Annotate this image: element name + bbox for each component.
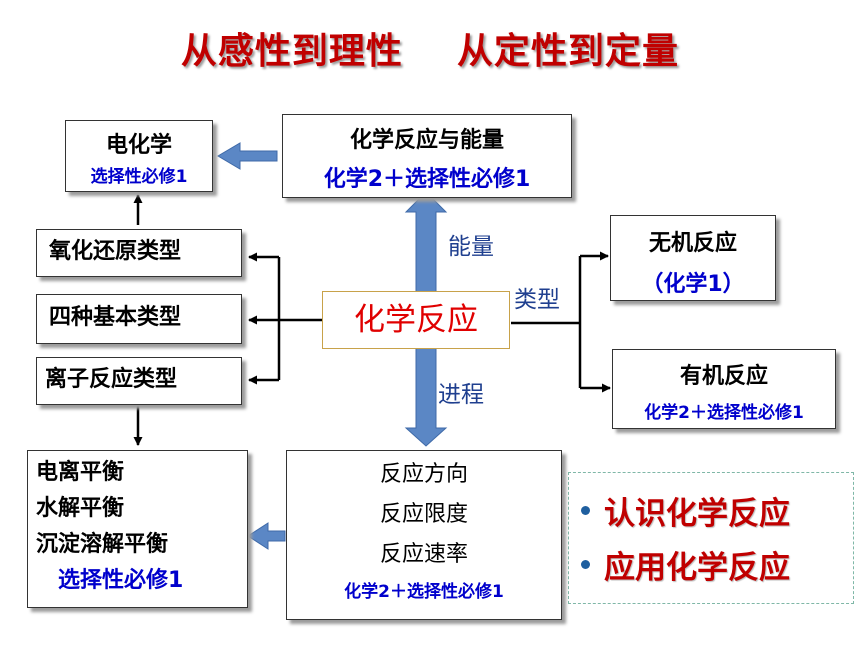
electrochem-title: 电化学 <box>105 133 172 158</box>
energy-to-electrochem-arrow <box>217 142 278 170</box>
electrochem-subtitle: 选择性必修1 <box>90 167 188 187</box>
node-ionic: 离子反应类型 <box>36 357 242 405</box>
node-electrochem: 电化学 选择性必修1 <box>65 120 213 192</box>
equilibria-line-hydrolysis: 水解平衡 <box>36 496 125 521</box>
process-line-direction: 反应方向 <box>379 462 468 487</box>
node-process: 反应方向 反应限度 反应速率 化学2＋选择性必修1 <box>286 450 562 620</box>
organic-subtitle: 化学2＋选择性必修1 <box>644 403 804 423</box>
process-line-rate: 反应速率 <box>379 542 468 567</box>
bullet-text: 应用化学反应 <box>604 549 790 586</box>
inorganic-subtitle: （化学1） <box>641 272 745 297</box>
bullet-text: 认识化学反应 <box>604 495 790 532</box>
edge-label-energy: 能量 <box>448 234 494 260</box>
page-title: 从感性到理性 从定性到定量 <box>180 31 680 72</box>
equilibria-line-ionization: 电离平衡 <box>36 460 125 485</box>
equilibria-line-precipitation: 沉淀溶解平衡 <box>36 532 169 557</box>
organic-title: 有机反应 <box>679 364 768 389</box>
node-inorganic: 无机反应 （化学1） <box>610 215 776 301</box>
energy-subtitle: 化学2＋选择性必修1 <box>323 167 531 192</box>
edge-label-process: 进程 <box>438 382 484 408</box>
process-to-equilibria-arrow <box>247 522 286 550</box>
bullet-dot-icon <box>581 559 590 569</box>
node-equilibria: 电离平衡 水解平衡 沉淀溶解平衡 选择性必修1 <box>27 450 248 608</box>
energy-title: 化学反应与能量 <box>349 128 504 153</box>
process-subtitle: 化学2＋选择性必修1 <box>344 582 504 602</box>
node-organic: 有机反应 化学2＋选择性必修1 <box>612 349 836 429</box>
process-line-limit: 反应限度 <box>379 502 468 527</box>
node-redox: 氧化还原类型 <box>36 229 242 277</box>
node-energy: 化学反应与能量 化学2＋选择性必修1 <box>282 114 572 198</box>
summary-bullets: 认识化学反应 应用化学反应 <box>568 472 854 604</box>
inorganic-title: 无机反应 <box>648 231 737 256</box>
bullet-item: 应用化学反应 <box>581 537 853 591</box>
bullet-item: 认识化学反应 <box>581 483 853 537</box>
bullet-dot-icon <box>581 505 590 515</box>
node-four-types: 四种基本类型 <box>36 294 242 344</box>
edge-label-type: 类型 <box>514 287 560 313</box>
equilibria-subtitle: 选择性必修1 <box>58 568 184 593</box>
node-center: 化学反应 <box>322 291 510 349</box>
